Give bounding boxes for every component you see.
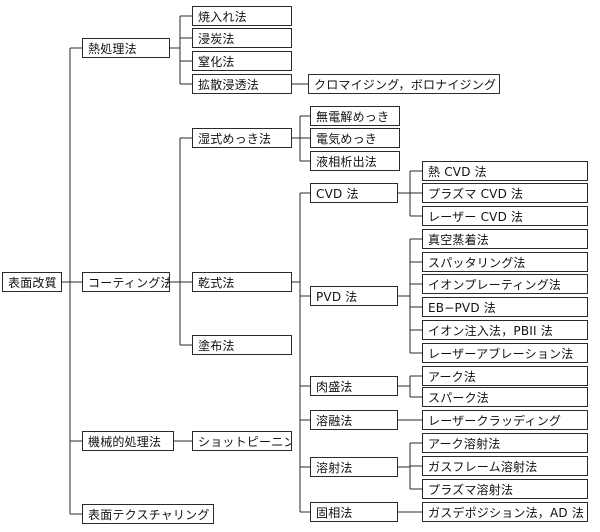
- node-nitride: 窒化法: [192, 51, 292, 71]
- node-solid: 固相法: [310, 502, 398, 522]
- node-paint: 塗布法: [192, 335, 292, 355]
- node-sputtering: スパッタリング法: [422, 252, 588, 272]
- node-arc: アーク法: [422, 366, 588, 386]
- node-melt: 溶融法: [310, 410, 398, 430]
- node-aerosol-deposition: ガスデポジション法，AD 法: [422, 502, 588, 522]
- node-coating: コーティング法: [82, 272, 170, 292]
- node-laser-cvd: レーザー CVD 法: [422, 206, 588, 226]
- node-diffusion: 拡散浸透法: [192, 74, 292, 94]
- node-ion-plating: イオンプレーティング法: [422, 274, 588, 294]
- node-pvd: PVD 法: [310, 286, 398, 306]
- node-dry-method: 乾式法: [192, 272, 292, 292]
- node-cvd: CVD 法: [310, 183, 398, 203]
- node-electroplating: 電気めっき: [310, 128, 400, 148]
- node-overlay: 肉盛法: [310, 376, 398, 396]
- node-spark: スパーク法: [422, 387, 588, 407]
- node-arc-spray: アーク溶射法: [422, 433, 588, 453]
- node-gas-flame-spray: ガスフレーム溶射法: [422, 456, 588, 476]
- node-laser-cladding: レーザークラッディング: [422, 410, 588, 430]
- node-heat-treatment: 熱処理法: [82, 38, 170, 58]
- node-laser-ablation: レーザーアブレーション法: [422, 343, 588, 363]
- node-carburize: 浸炭法: [192, 28, 292, 48]
- node-diffusion-detail: クロマイジング，ボロナイジング: [308, 74, 500, 94]
- node-mechanical: 機械的処理法: [82, 431, 174, 451]
- node-vacuum-evaporation: 真空蒸着法: [422, 229, 588, 249]
- node-quench: 焼入れ法: [192, 6, 292, 26]
- node-root: 表面改質: [2, 272, 62, 292]
- node-wet-plating: 湿式めっき法: [192, 128, 292, 148]
- node-plasma-spray: プラズマ溶射法: [422, 479, 588, 499]
- node-thermal-cvd: 熱 CVD 法: [422, 161, 588, 181]
- node-ion-implantation: イオン注入法，PBII 法: [422, 320, 588, 340]
- node-electroless: 無電解めっき: [310, 106, 400, 126]
- node-eb-pvd: EB−PVD 法: [422, 297, 588, 317]
- node-spray: 溶射法: [310, 457, 398, 477]
- node-texturing: 表面テクスチャリング: [82, 504, 214, 524]
- node-liquid-phase: 液相析出法: [310, 151, 400, 171]
- node-plasma-cvd: プラズマ CVD 法: [422, 183, 588, 203]
- node-shot-peening: ショットピーニング: [192, 431, 292, 451]
